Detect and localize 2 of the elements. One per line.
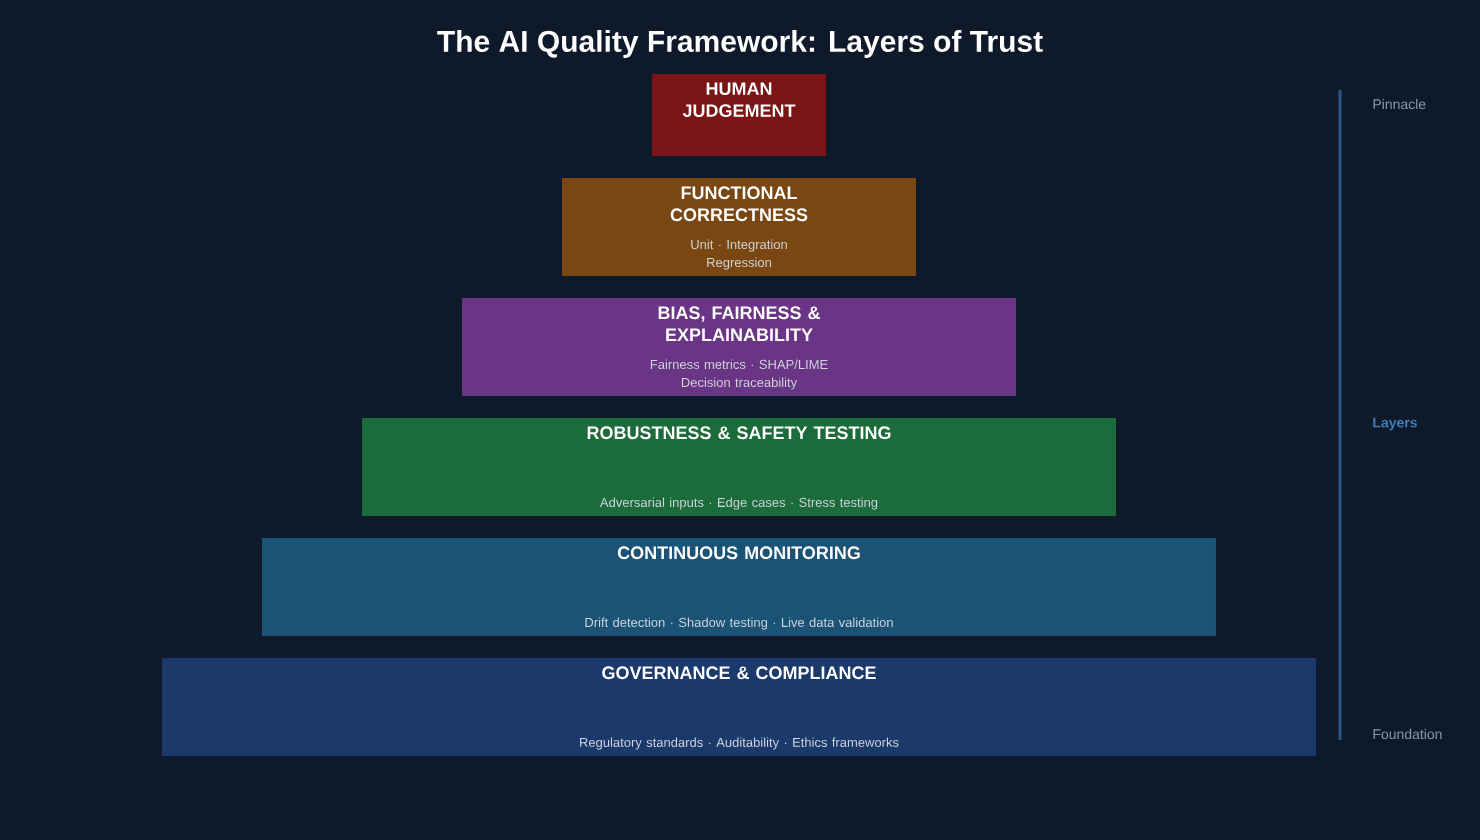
title: The AI Quality Framework: Layers of Trust	[437, 30, 1043, 58]
layer-box: HUMAN JUDGEMENT	[652, 74, 826, 156]
